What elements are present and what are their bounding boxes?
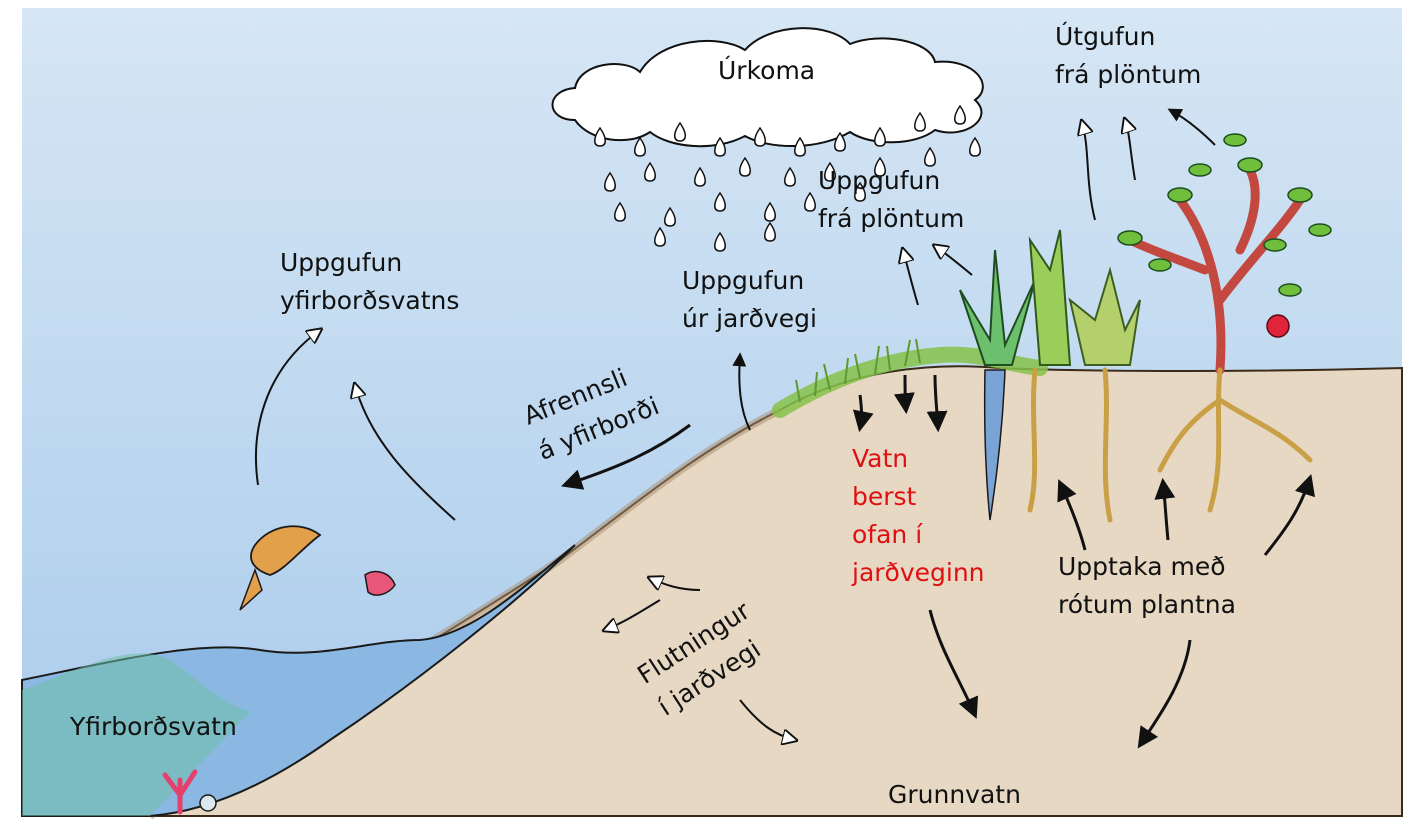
- label-plant-transpiration: Útgufun frá plöntum: [1055, 18, 1201, 94]
- label-root-uptake: Upptaka með rótum plantna: [1058, 548, 1236, 624]
- label-groundwater: Grunnvatn: [888, 776, 1021, 814]
- label-surface-water: Yfirborðsvatn: [70, 708, 237, 746]
- snail-icon: [200, 795, 216, 811]
- label-surface-water-evaporation: Uppgufun yfirborðsvatns: [280, 244, 459, 320]
- berry-icon: [1267, 315, 1289, 337]
- label-soil-evaporation: Uppgufun úr jarðvegi: [682, 262, 817, 338]
- label-plant-evaporation: Uppgufun frá plöntum: [818, 162, 964, 238]
- label-infiltration: Vatn berst ofan í jarðveginn: [852, 440, 985, 592]
- label-precipitation: Úrkoma: [718, 52, 815, 90]
